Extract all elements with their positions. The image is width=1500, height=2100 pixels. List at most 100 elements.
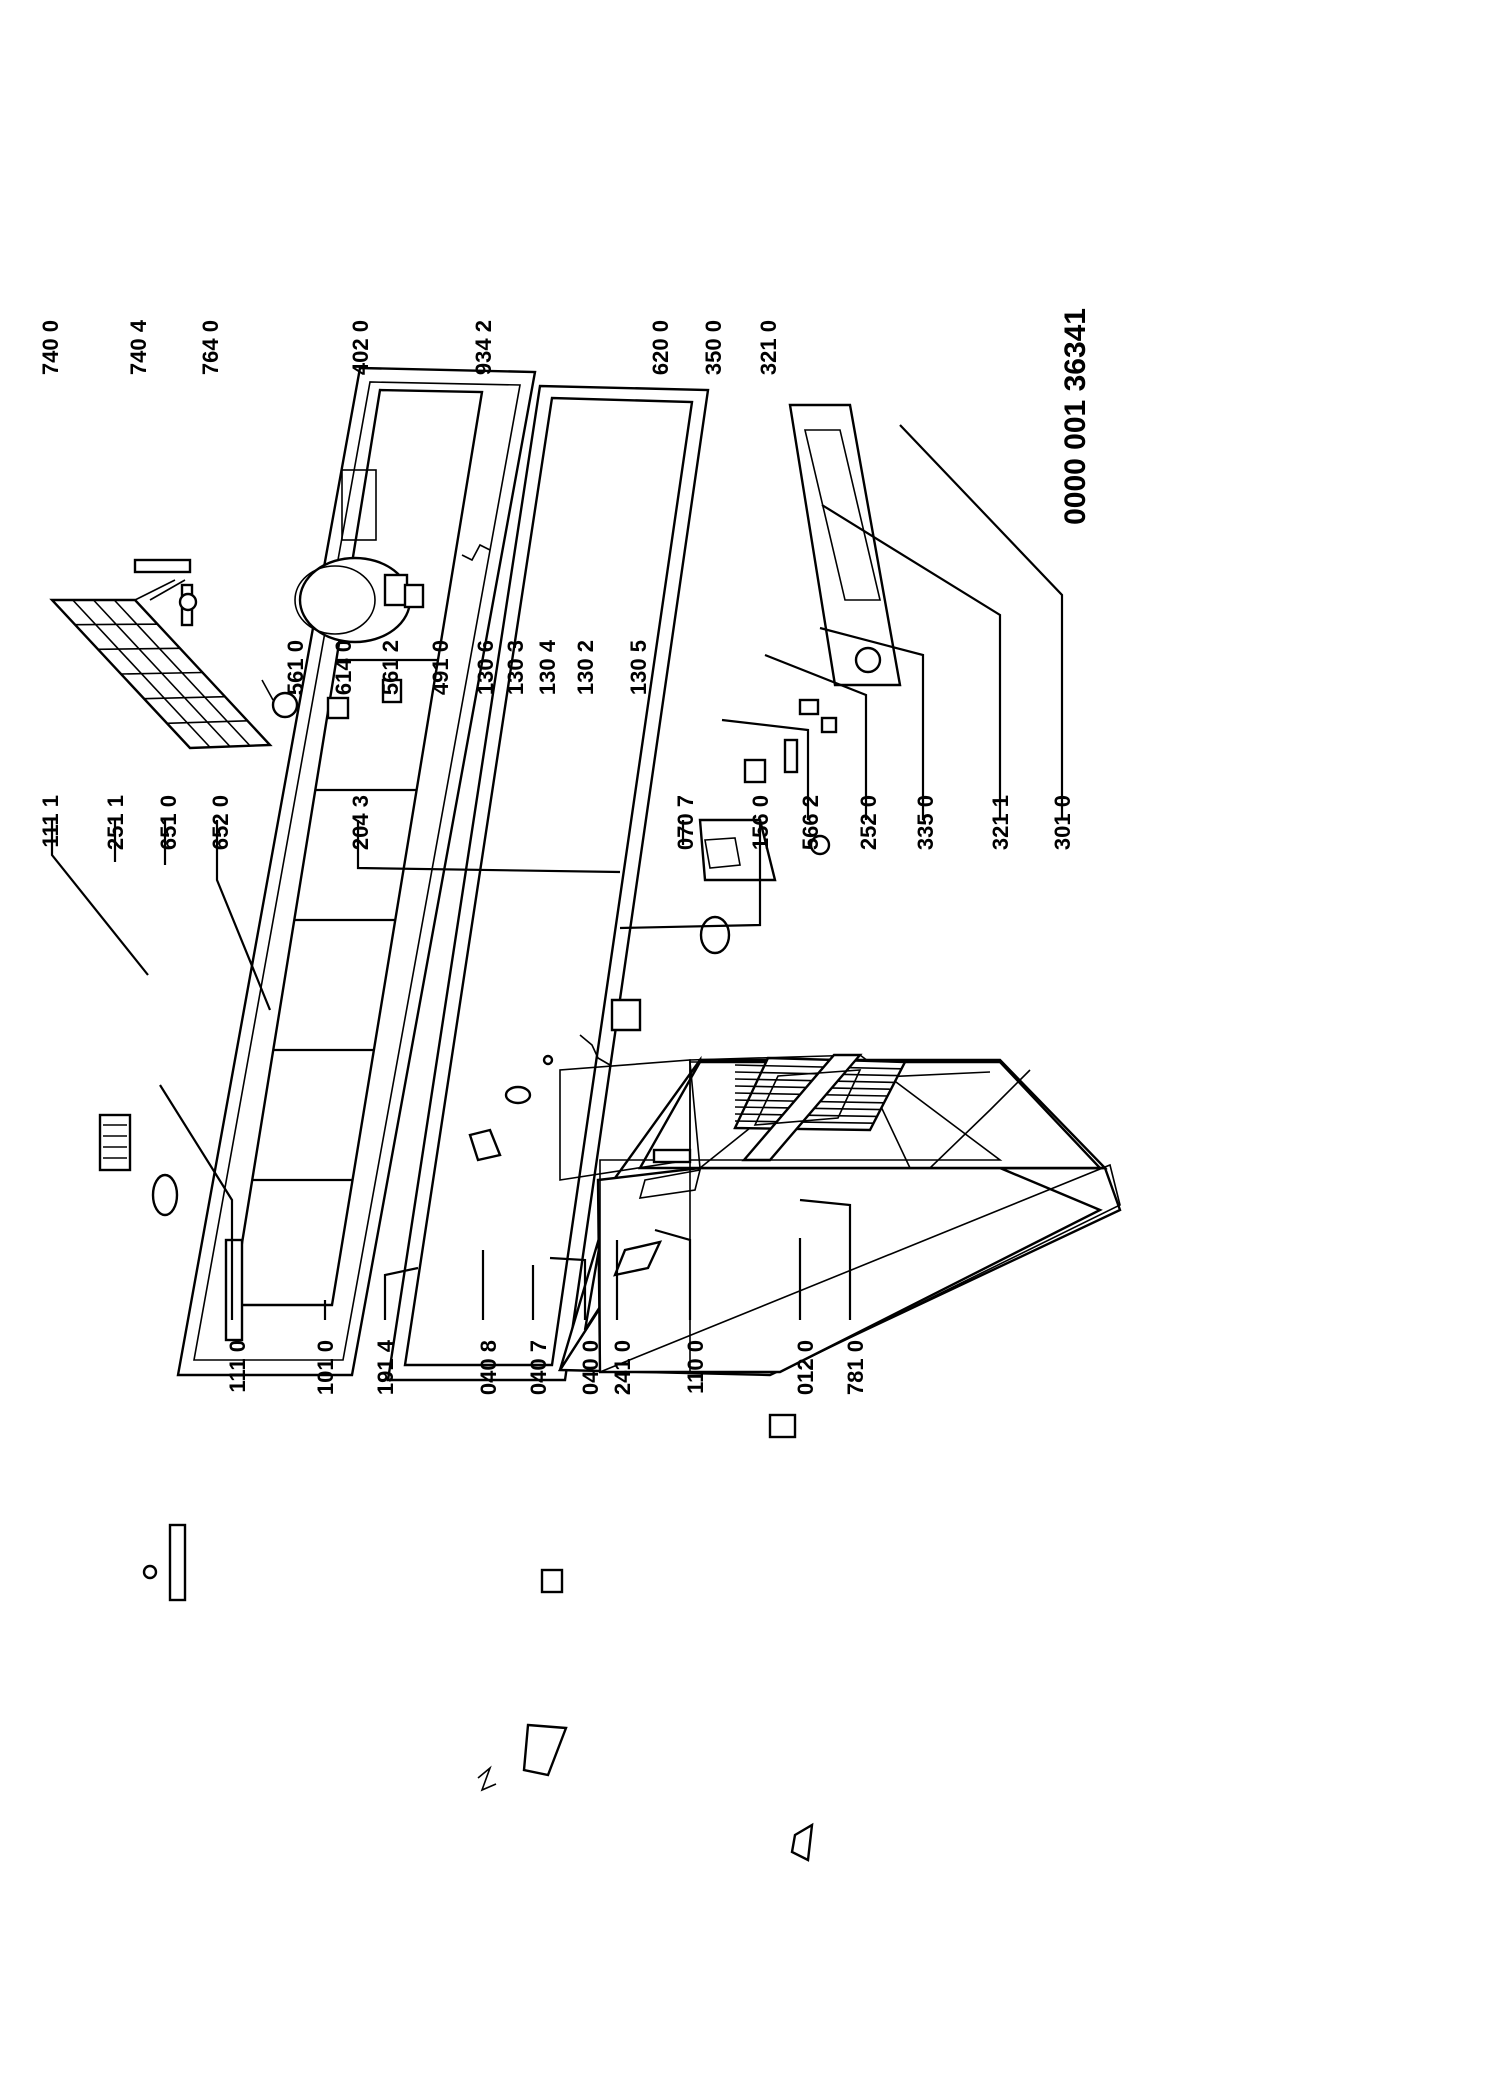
coil-fin <box>134 599 271 746</box>
part-number-label: 191 4 <box>373 1339 398 1395</box>
compressor-relay <box>403 583 425 609</box>
part-number-label: 491 0 <box>428 640 453 695</box>
leader-line <box>356 820 621 874</box>
bracket-130-5 <box>610 998 642 1032</box>
part-number-label: 620 0 <box>648 320 673 375</box>
part-number-label: 252 0 <box>856 795 881 850</box>
filter-end <box>178 592 198 612</box>
gasket-inner <box>403 396 694 1367</box>
leader-line <box>619 820 762 930</box>
callout-5662: 566 2 <box>798 795 823 850</box>
callout-3500: 350 0 <box>701 320 726 375</box>
lid-hinge-bar <box>224 1238 244 1342</box>
relay-wire <box>261 679 274 701</box>
part-number-label: 130 3 <box>503 640 528 695</box>
callout-9342: 934 2 <box>471 320 496 375</box>
callout-4910: 491 0 <box>428 640 453 695</box>
plate-781-0 <box>768 1413 797 1439</box>
clip-130-6 <box>468 1128 502 1162</box>
callout-6520: 652 0 <box>208 795 233 850</box>
part-number-label: 040 7 <box>526 1340 551 1395</box>
screw-130-4 <box>542 1054 554 1066</box>
callout-5610: 561 0 <box>283 640 308 695</box>
coil-fin <box>92 599 231 748</box>
callout-0400: 040 0 <box>578 1340 603 1395</box>
leader-line <box>899 424 1064 820</box>
coil-fin <box>72 599 211 748</box>
leader-line <box>819 626 925 820</box>
callout-2520: 252 0 <box>856 795 881 850</box>
basket-wire <box>734 1064 902 1070</box>
part-number-label: 652 0 <box>208 795 233 850</box>
part-number-label: 241 0 <box>610 1340 635 1395</box>
callout-6140: 614 0 <box>331 640 356 695</box>
callout-1305: 130 5 <box>626 640 651 695</box>
callout-2410: 241 0 <box>610 1340 635 1395</box>
callout-6200: 620 0 <box>648 320 673 375</box>
leader-line <box>50 820 149 976</box>
callout-7640: 764 0 <box>198 320 223 375</box>
part-number-label: 764 0 <box>198 320 223 375</box>
compressor <box>294 556 425 644</box>
hinge-111-0 <box>168 1523 187 1602</box>
part-number-label: 614 0 <box>331 640 356 695</box>
clip-040-8 <box>477 1765 497 1792</box>
divider-slats <box>753 1069 862 1126</box>
callout-7404: 740 4 <box>126 319 151 375</box>
leader-line <box>549 1256 587 1320</box>
coil-outlet <box>134 579 176 601</box>
leader-line <box>383 1266 419 1320</box>
knob-111-1 <box>142 1564 158 1580</box>
vent-grille-156-0 <box>613 1240 663 1277</box>
part-number-label: 110 0 <box>683 1340 708 1394</box>
leader-line <box>764 653 868 820</box>
relay-561-0 <box>271 691 299 719</box>
document-id: 0000 001 36341 <box>1059 308 1092 525</box>
clip-321-1 <box>820 716 838 734</box>
overload-614-0 <box>326 696 350 720</box>
part-number-label: 101 0 <box>313 1340 338 1395</box>
vent-070-7 <box>652 1148 692 1164</box>
part-number-label: 204 3 <box>348 795 373 850</box>
part-number-label: 070 7 <box>673 795 698 850</box>
lamp-350-0 <box>783 738 799 774</box>
part-number-label: 040 0 <box>578 1340 603 1395</box>
part-number-label: 561 0 <box>283 640 308 695</box>
control-box-inner <box>704 837 741 869</box>
callout-1111: 111 1 <box>38 795 63 848</box>
callout-1304: 130 4 <box>535 639 560 695</box>
part-number-label: 130 4 <box>535 639 560 695</box>
foot-012-0 <box>790 1822 814 1862</box>
part-number-label: 130 5 <box>626 640 651 695</box>
part-number-label: 740 4 <box>126 319 151 375</box>
cabinet-diagonal <box>599 1163 1121 1373</box>
callout-7810: 781 0 <box>843 1340 868 1395</box>
control-panel-knob <box>854 646 882 674</box>
hinge-040-0 <box>540 1568 564 1594</box>
vent-slot <box>638 1168 702 1199</box>
coil-fin <box>51 599 191 749</box>
callout-1303: 130 3 <box>503 640 528 695</box>
part-number-label: 012 0 <box>793 1340 818 1395</box>
callout-1010: 101 0 <box>313 1340 338 1395</box>
leader-line <box>821 504 1002 820</box>
basket-wire <box>734 1120 874 1124</box>
part-number-label: 350 0 <box>701 320 726 375</box>
part-number-label: 111 0 <box>225 1340 250 1393</box>
leader-line <box>721 718 810 820</box>
part-number-label: 561 2 <box>378 640 403 695</box>
callout-1306: 130 6 <box>473 640 498 695</box>
part-number-label: 111 1 <box>38 795 63 848</box>
wire-934-2 <box>461 543 491 562</box>
callout-1914: 191 4 <box>373 1339 398 1395</box>
control-box <box>698 818 777 882</box>
control-panel-face <box>803 429 882 601</box>
callout-0408: 040 8 <box>476 1340 501 1395</box>
part-number-label: 130 6 <box>473 640 498 695</box>
part-number-label: 040 8 <box>476 1340 501 1395</box>
part-number-label: 934 2 <box>471 320 496 375</box>
callout-2043: 204 3 <box>348 795 373 850</box>
handle-251-1 <box>98 1113 132 1172</box>
